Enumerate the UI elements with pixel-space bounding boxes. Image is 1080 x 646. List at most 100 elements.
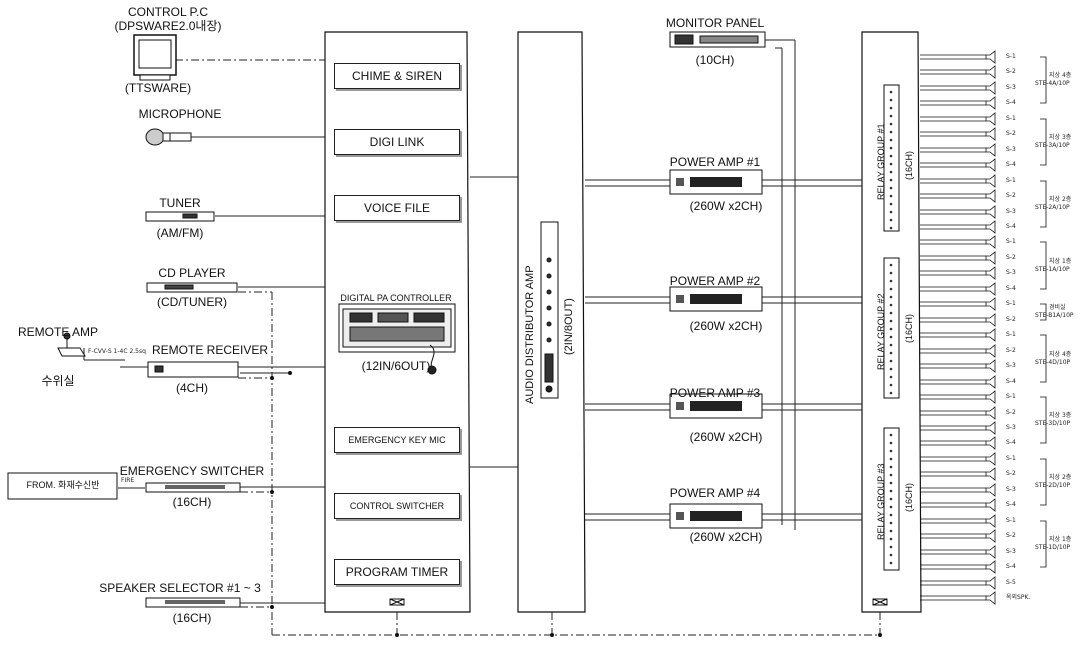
zone-name: 지상 2층: [1049, 196, 1072, 203]
speaker-icon: [985, 344, 996, 358]
relay-led: [889, 391, 893, 395]
speaker-icon: [985, 81, 996, 95]
relay-led: [889, 287, 893, 291]
power-amp-3-note: (260W x2CH): [689, 430, 763, 444]
speaker-channel-label: S-4: [1006, 161, 1016, 168]
tuner-note: (AM/FM): [156, 226, 204, 240]
cd-player-title: CD PLAYER: [158, 266, 226, 280]
fire-panel-label: FROM. 화재수신반: [26, 480, 100, 490]
speaker-channel-label: S-4: [1006, 285, 1016, 292]
speaker-icon: [985, 112, 996, 126]
relay-led: [889, 114, 893, 118]
zone-bracket: [1040, 303, 1047, 321]
zone-cable: STE-3A/10P: [1035, 142, 1070, 149]
relay-led: [889, 122, 893, 126]
module-chime-siren: CHIME & SIREN: [334, 63, 460, 89]
speaker-icon: [985, 65, 996, 79]
relay-led: [889, 218, 893, 222]
control-pc-note: (TTSWARE): [124, 81, 192, 95]
relay-led: [889, 457, 893, 461]
module-digi-link: DIGI LINK: [334, 129, 460, 155]
speaker-icon: [985, 143, 996, 157]
monitor-panel-note: (10CH): [695, 53, 735, 67]
relay-led: [889, 561, 893, 565]
speaker-icon: [985, 313, 996, 327]
relay-led: [889, 497, 893, 501]
speaker-icon: [985, 529, 996, 543]
speaker-channel-label: S-2: [1006, 68, 1016, 75]
relay-led: [889, 473, 893, 477]
speaker-channel-label: S-4: [1006, 223, 1016, 230]
speaker-channel-label: S-2: [1006, 470, 1016, 477]
speaker-channel-label: S-3: [1006, 208, 1016, 215]
relay-led: [889, 154, 893, 158]
speaker-icon: [985, 50, 996, 64]
relay-led: [889, 106, 893, 110]
relay-led: [889, 130, 893, 134]
power-amp-4-note: (260W x2CH): [689, 530, 763, 544]
speaker-icon: [985, 591, 996, 605]
speaker-channel-label: S-3: [1006, 146, 1016, 153]
monitor-panel-title: MONITOR PANEL: [665, 16, 765, 30]
speaker-selector-title: SPEAKER SELECTOR #1 ~ 3: [99, 581, 261, 595]
power-amp-3-title: POWER AMP #3: [669, 386, 761, 400]
zone-name: 지상 4층: [1049, 350, 1072, 358]
relay-led: [889, 367, 893, 371]
digital-pa-note: (12IN/6OUT): [361, 359, 431, 373]
audio-distributor-device: [540, 221, 559, 399]
speaker-icon: [985, 421, 996, 435]
emergency-switcher-title: EMERGENCY SWITCHER: [119, 464, 265, 478]
relay-led: [889, 521, 893, 525]
relay-led: [889, 545, 893, 549]
speaker-icon: [985, 436, 996, 450]
remote-amp-location: 수위실: [41, 374, 75, 388]
speaker-channel-label: S-2: [1006, 254, 1016, 261]
relay-led: [889, 375, 893, 379]
control-pc-subtitle: (DPSWARE2.0내장): [114, 19, 222, 33]
speaker-channel-label: S-1: [1006, 455, 1016, 462]
speaker-channel-label: S-1: [1006, 177, 1016, 184]
speaker-icon: [985, 390, 996, 404]
speaker-channel-label: S-2: [1006, 532, 1016, 539]
distributor-note: (2IN/8OUT): [563, 298, 575, 355]
speaker-icon: [985, 174, 996, 188]
speaker-channel-label: S-4: [1006, 563, 1016, 570]
speaker-channel-label: S-1: [1006, 331, 1016, 338]
speaker-channel-label: S-4: [1006, 99, 1016, 106]
speaker-icon: [985, 266, 996, 280]
speaker-channel-label: S-3: [1006, 269, 1016, 276]
speaker-channel-label: S-1: [1006, 300, 1016, 307]
speaker-icon: [985, 158, 996, 172]
control-pc-icon: [133, 34, 177, 81]
relay-led: [889, 146, 893, 150]
relay-led: [889, 226, 893, 230]
module-control-switcher: CONTROL SWITCHER: [334, 493, 460, 519]
speaker-icon: [985, 498, 996, 512]
relay-led: [889, 481, 893, 485]
cd-player-note: (CD/TUNER): [157, 295, 227, 309]
speaker-channel-label: 옥외SPK.: [1006, 594, 1031, 601]
speaker-selector-note: (16CH): [172, 611, 212, 625]
relay-led: [889, 319, 893, 323]
zone-bracket: [1040, 520, 1047, 568]
relay-led: [889, 529, 893, 533]
speaker-icon: [985, 205, 996, 219]
zone-bracket: [1040, 334, 1047, 383]
zone-bracket: [1040, 118, 1047, 166]
microphone-icon: [145, 128, 192, 146]
speaker-icon: [985, 375, 996, 389]
relay-group-3-title: RELAY GROUP #3: [876, 463, 886, 540]
speaker-channel-label: S-1: [1006, 53, 1016, 60]
speaker-channel-label: S-3: [1006, 84, 1016, 91]
relay-led: [889, 194, 893, 198]
relay-group-1-note: (16CH): [904, 150, 914, 180]
speaker-channel-label: S-3: [1006, 424, 1016, 431]
relay-led: [889, 90, 893, 94]
speaker-channel-label: S-3: [1006, 486, 1016, 493]
speaker-channel-label: S-4: [1006, 378, 1016, 385]
relay-led: [889, 553, 893, 557]
relay-led: [889, 343, 893, 347]
relay-led: [889, 449, 893, 453]
speaker-channel-label: S-3: [1006, 548, 1016, 555]
